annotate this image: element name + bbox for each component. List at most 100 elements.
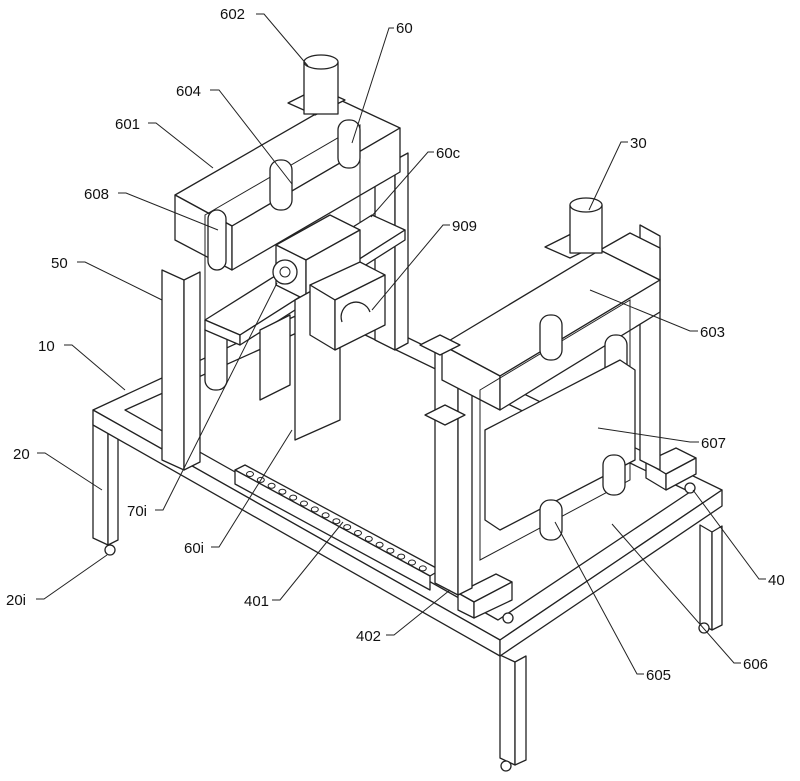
leader-20 — [37, 452, 103, 491]
rail-hole — [300, 500, 308, 507]
leader-60 — [351, 27, 394, 144]
leader-607 — [597, 427, 699, 443]
leader-60c — [370, 151, 434, 218]
label-402: 402 — [356, 628, 381, 645]
knob-icon — [684, 482, 696, 494]
motor-housing — [259, 314, 291, 401]
leg-front-left — [92, 419, 109, 546]
leader-604 — [210, 89, 293, 185]
leader-lines — [36, 13, 766, 675]
label-601: 601 — [115, 116, 140, 133]
rail-hole — [246, 471, 254, 477]
right-beam-side — [499, 279, 661, 411]
right-portal-frame — [419, 197, 661, 596]
label-401: 401 — [244, 593, 269, 610]
end-block-side-2 — [665, 457, 697, 491]
left-post-front — [161, 269, 185, 471]
leader-10 — [64, 344, 126, 391]
right-inner-frame — [479, 299, 631, 561]
end-block-side — [473, 581, 513, 619]
leader-60i — [211, 429, 293, 548]
bracket — [419, 334, 461, 356]
leader-50 — [77, 261, 163, 301]
leader-603 — [589, 289, 698, 332]
leader-909 — [371, 224, 450, 311]
table-right-edge — [499, 489, 723, 657]
motor-602-body — [303, 61, 339, 115]
bracket — [424, 404, 466, 426]
rail-hole — [386, 547, 395, 554]
leader-401 — [272, 521, 344, 601]
motor-70i-icon — [272, 259, 298, 285]
rail-hole — [332, 518, 341, 525]
rail-hole — [256, 476, 265, 483]
label-10: 10 — [38, 338, 55, 355]
rail-hole — [354, 530, 362, 536]
leader-20i — [36, 554, 108, 600]
carriage — [204, 214, 406, 441]
motor-30-top — [569, 197, 603, 213]
press-plate-607 — [484, 359, 636, 531]
label-603: 603 — [700, 324, 725, 341]
cylinder — [337, 119, 361, 169]
label-606: 606 — [743, 656, 768, 673]
label-40: 40 — [768, 572, 785, 589]
rail-hole — [375, 541, 384, 548]
label-30: 30 — [630, 135, 647, 152]
clamp-jaw-909 — [340, 301, 371, 323]
rail-hole — [267, 482, 276, 489]
cylinder — [602, 454, 626, 496]
label-20: 20 — [13, 446, 30, 463]
leader-602 — [256, 13, 309, 67]
label-20i: 20i — [6, 592, 26, 609]
rail-hole — [418, 565, 427, 572]
label-60: 60 — [396, 20, 413, 37]
motor-602-top — [303, 54, 339, 70]
cylinder — [539, 314, 563, 361]
leg-back-right-side — [711, 525, 723, 631]
leg-front-right — [499, 654, 516, 766]
leader-606 — [611, 523, 741, 664]
motor-shaft-icon — [279, 266, 291, 278]
rail-hole — [343, 524, 352, 531]
cylinder — [269, 159, 293, 211]
leader-601 — [148, 122, 214, 169]
label-60i: 60i — [184, 540, 204, 557]
leg-back-right — [699, 524, 713, 631]
right-beam-cap — [599, 232, 661, 281]
motor-30-body — [569, 204, 603, 254]
leader-30 — [588, 141, 628, 211]
label-608: 608 — [84, 186, 109, 203]
rail-hole — [364, 535, 373, 542]
left-post-back-side — [394, 152, 409, 351]
left-post-side — [183, 271, 201, 471]
knob-icon — [502, 612, 514, 624]
rail-hole — [278, 488, 287, 495]
label-602: 602 — [220, 6, 245, 23]
leg-front-left-side — [107, 420, 119, 546]
slide-rail — [234, 447, 697, 624]
label-50: 50 — [51, 255, 68, 272]
rail-hole — [310, 506, 319, 513]
rail-front — [234, 469, 431, 591]
leader-605 — [554, 521, 644, 675]
leader-402 — [386, 589, 451, 636]
label-909: 909 — [452, 218, 477, 235]
rail-hole — [408, 559, 416, 566]
caster-wheel-icon — [500, 760, 512, 772]
part-labels: 602 60 604 601 60c 608 30 909 50 603 10 … — [6, 6, 785, 684]
rail-hole — [289, 494, 298, 501]
leg-front-right-side — [514, 655, 527, 766]
cylinder — [207, 209, 227, 271]
label-60c: 60c — [436, 145, 461, 162]
leader-40 — [692, 489, 766, 580]
label-605: 605 — [646, 667, 671, 684]
label-607: 607 — [701, 435, 726, 452]
caster-wheel-icon — [104, 544, 116, 556]
rail-hole — [397, 553, 406, 560]
label-604: 604 — [176, 83, 201, 100]
leader-608 — [118, 192, 219, 231]
leader-70i — [155, 282, 278, 511]
cylinder-605 — [539, 499, 563, 541]
